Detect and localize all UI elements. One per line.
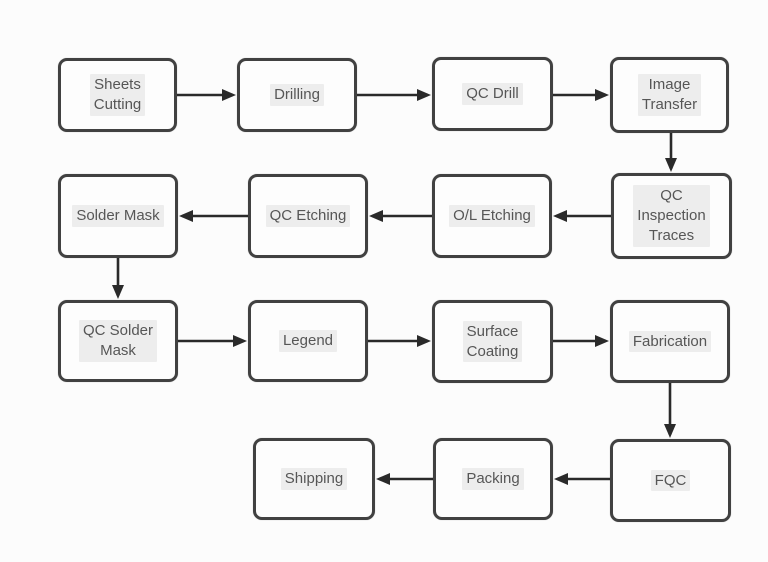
node-solder-mask: Solder Mask [58,174,178,258]
node-packing: Packing [433,438,553,520]
node-solder-mask-label: Solder Mask [72,205,164,227]
node-image-transfer-label: Image Transfer [637,74,702,116]
node-surface-coating: Surface Coating [432,300,553,383]
node-sheets-cutting-label: Sheets Cutting [89,74,146,116]
node-qc-etching-label: QC Etching [265,205,351,227]
node-surface-coating-label: Surface Coating [462,320,523,363]
node-image-transfer: Image Transfer [610,57,729,133]
node-fabrication-label: Fabrication [628,330,712,353]
node-drilling-label: Drilling [270,84,324,106]
node-qc-drill-label: QC Drill [462,83,523,105]
node-drilling: Drilling [237,58,357,132]
node-qc-inspection-traces-label: QC Inspection Traces [633,185,710,247]
node-shipping-label: Shipping [280,468,348,490]
node-qc-solder-mask-label: QC Solder Mask [78,320,158,362]
node-qc-drill: QC Drill [432,57,553,131]
node-ol-etching: O/L Etching [432,174,552,258]
node-ol-etching-label: O/L Etching [449,205,535,227]
node-fqc: FQC [610,439,731,522]
node-legend: Legend [248,300,368,382]
node-legend-label: Legend [278,330,338,352]
node-packing-label: Packing [462,468,524,490]
node-qc-inspection-traces: QC Inspection Traces [611,173,732,259]
node-fabrication: Fabrication [610,300,730,383]
node-fqc-label: FQC [650,469,691,492]
node-qc-etching: QC Etching [248,174,368,258]
node-qc-solder-mask: QC Solder Mask [58,300,178,382]
node-shipping: Shipping [253,438,375,520]
node-sheets-cutting: Sheets Cutting [58,58,177,132]
